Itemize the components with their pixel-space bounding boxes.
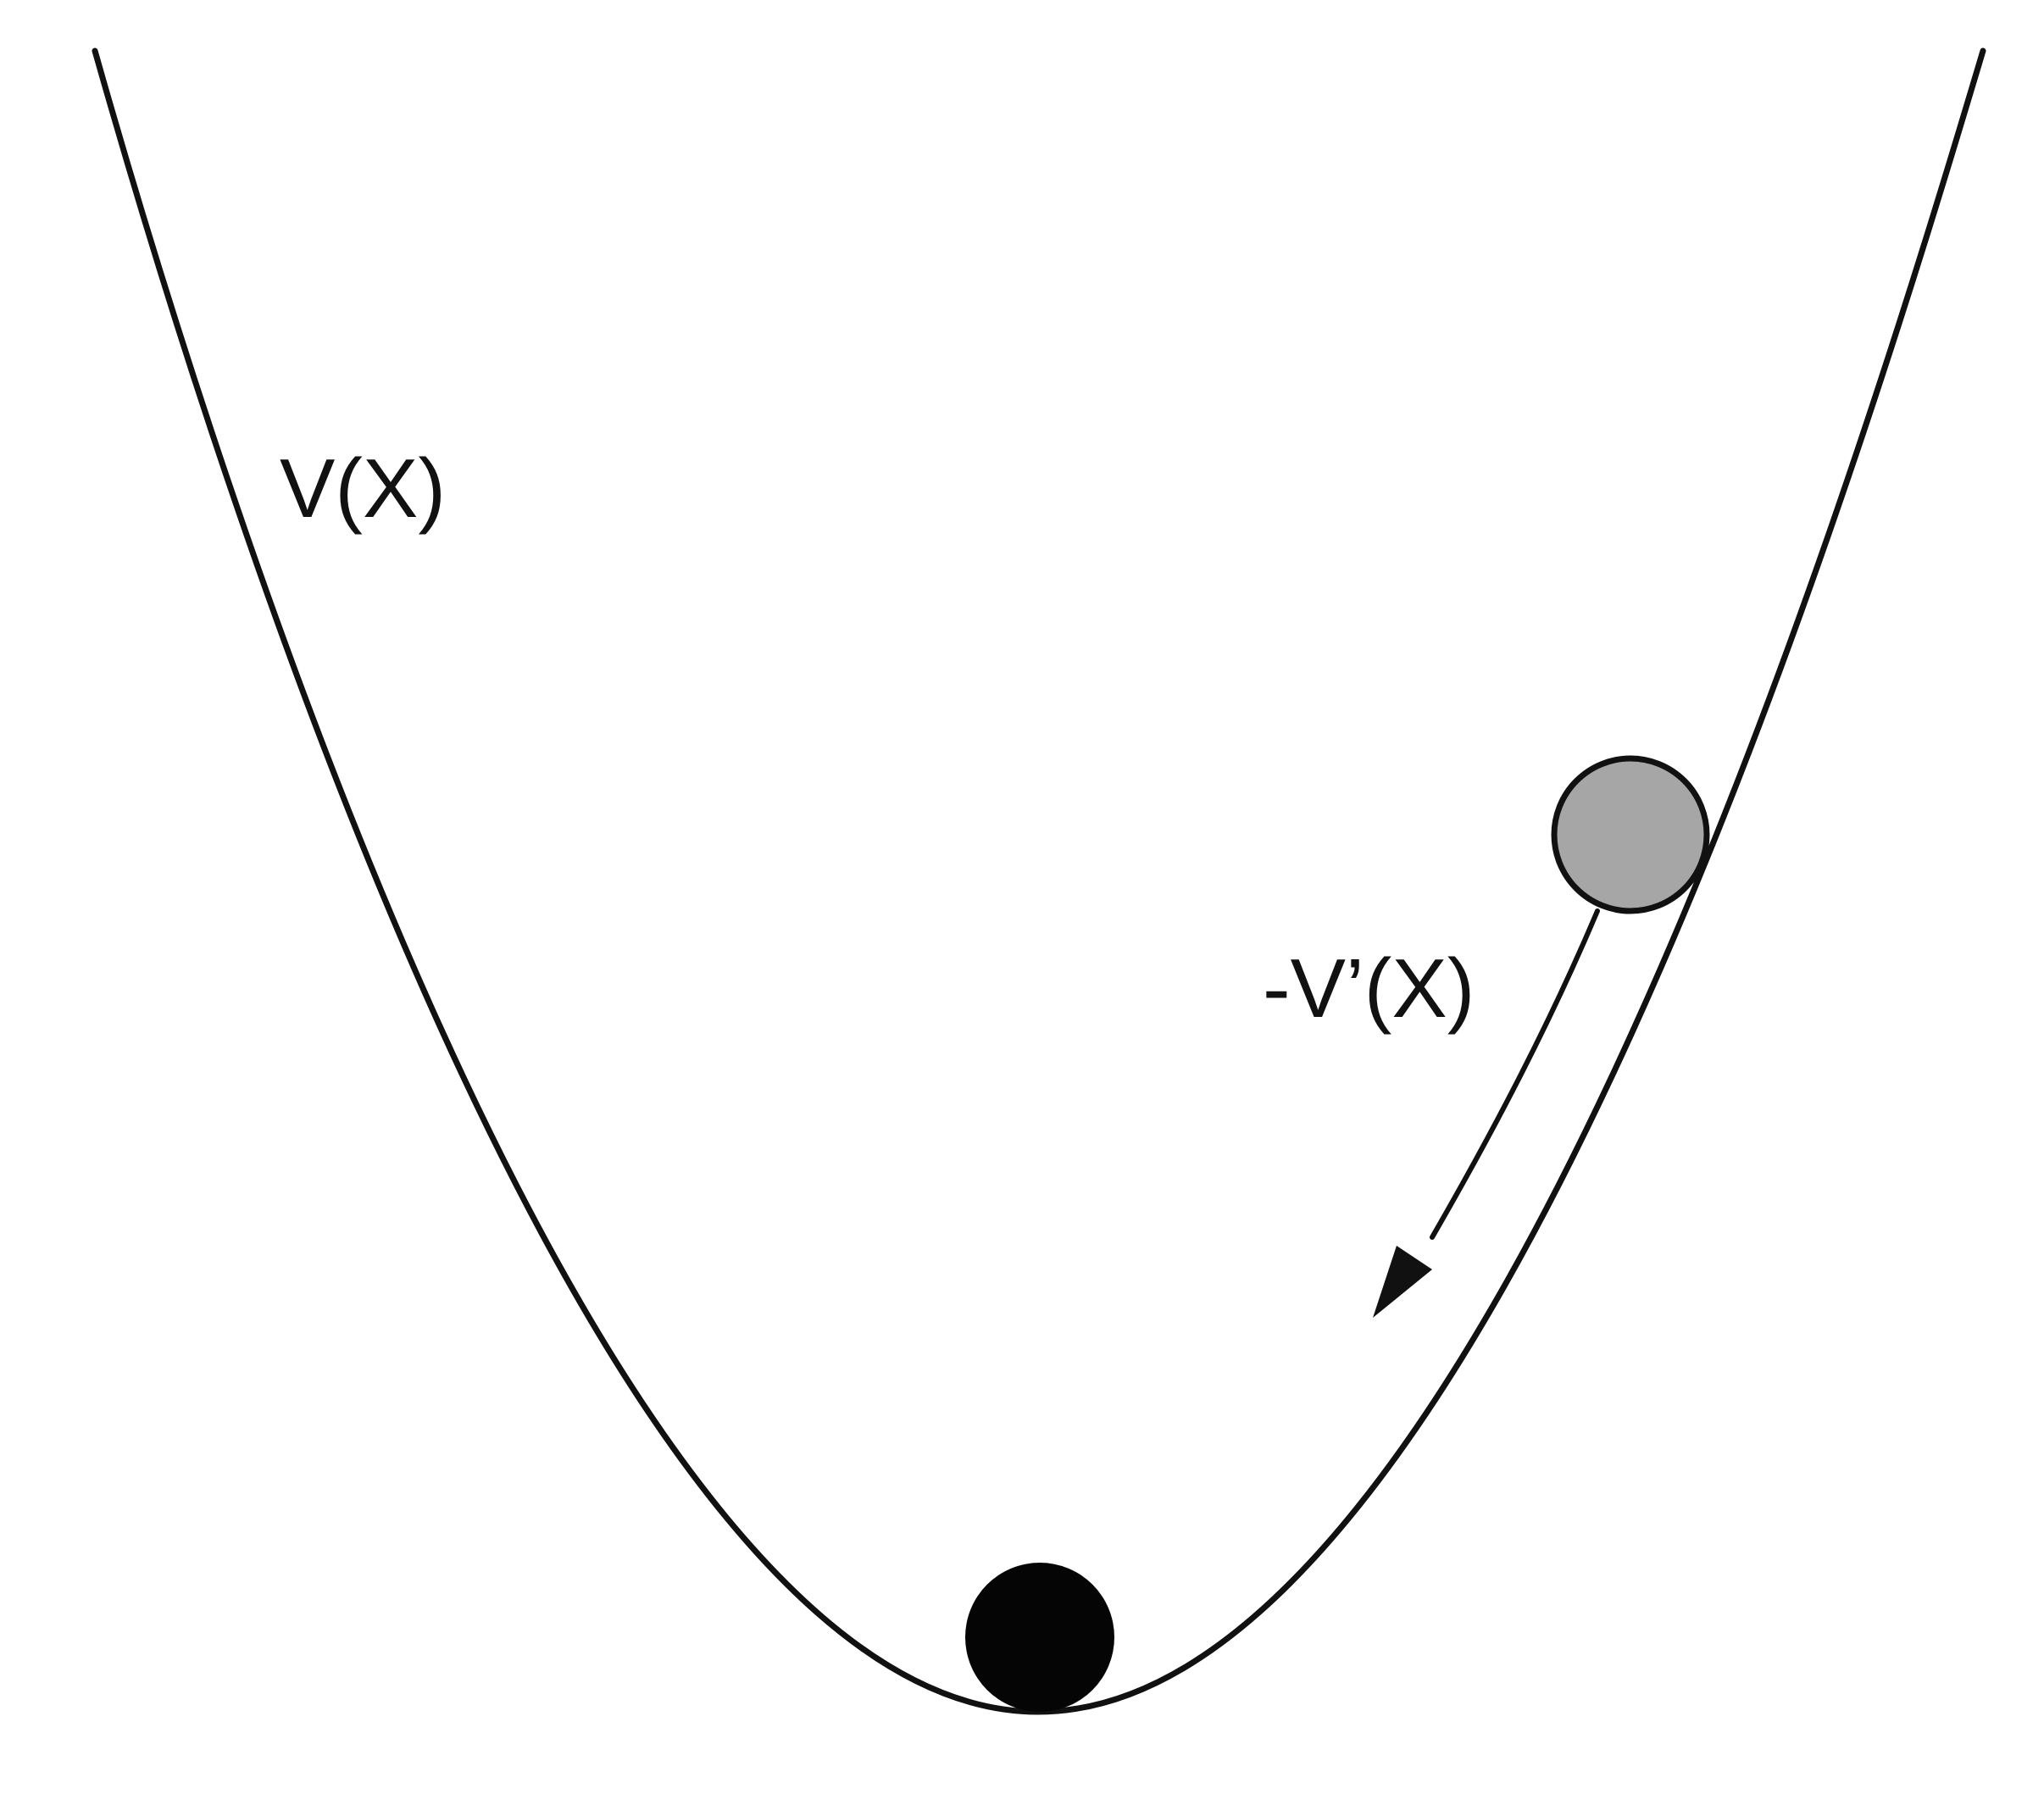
potential-curve	[92, 47, 1986, 1715]
ball-on-slope	[1551, 755, 1710, 914]
force-label: -V’(X)	[1263, 941, 1475, 1035]
force-arrowhead	[1373, 1246, 1432, 1318]
potential-label: V(X)	[280, 442, 446, 535]
force-arrow	[1430, 908, 1600, 1240]
ball-at-minimum	[965, 1563, 1114, 1712]
